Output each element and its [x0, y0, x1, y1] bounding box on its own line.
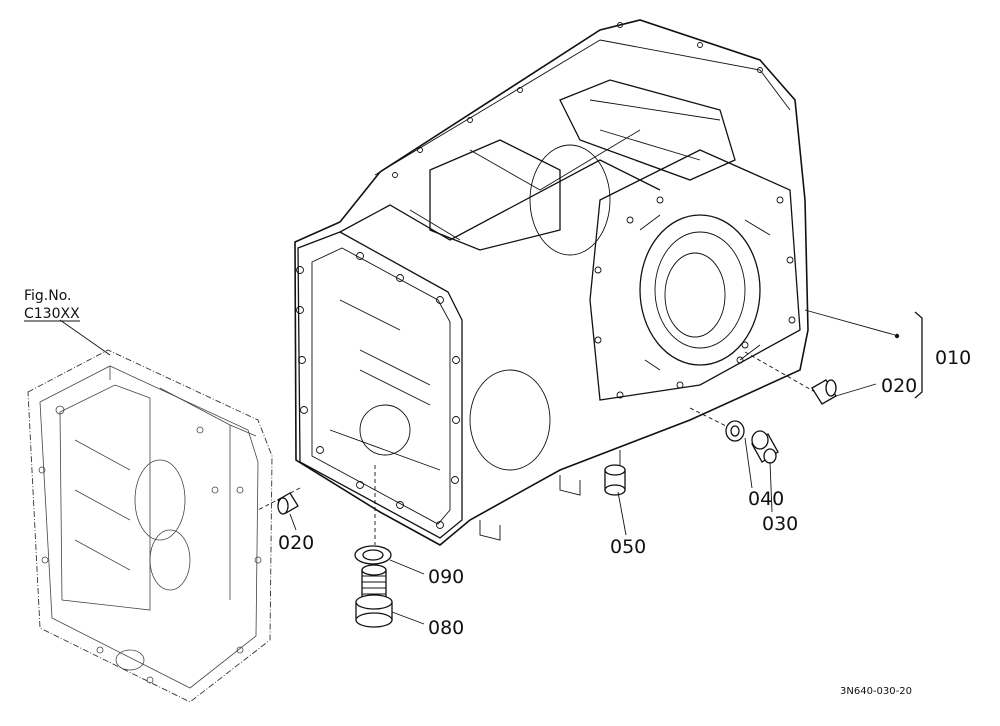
plug-030 [751, 430, 779, 464]
transmission-case [294, 19, 809, 546]
callout-040: 040 [748, 488, 784, 510]
callout-020-right: 020 [881, 375, 917, 397]
pin-020-left [257, 487, 301, 515]
figure-ref-line2: C130XX [24, 306, 80, 322]
figure-ref-line1: Fig.No. [24, 288, 72, 304]
washer-090 [354, 465, 392, 565]
callout-050: 050 [610, 536, 646, 558]
drawing-code: 3N640-030-20 [840, 686, 912, 697]
figure-reference: Fig.No. C130XX [24, 288, 80, 322]
leader-lines [59, 309, 923, 625]
plug-050 [604, 464, 626, 496]
callout-080: 080 [428, 617, 464, 639]
callout-010: 010 [935, 347, 971, 369]
reference-housing-ghost [27, 349, 273, 703]
pin-020-right [744, 351, 837, 405]
callout-030: 030 [762, 513, 798, 535]
callout-020-left: 020 [278, 532, 314, 554]
callout-090: 090 [428, 566, 464, 588]
washer-040 [689, 407, 745, 442]
plug-080 [355, 564, 393, 628]
